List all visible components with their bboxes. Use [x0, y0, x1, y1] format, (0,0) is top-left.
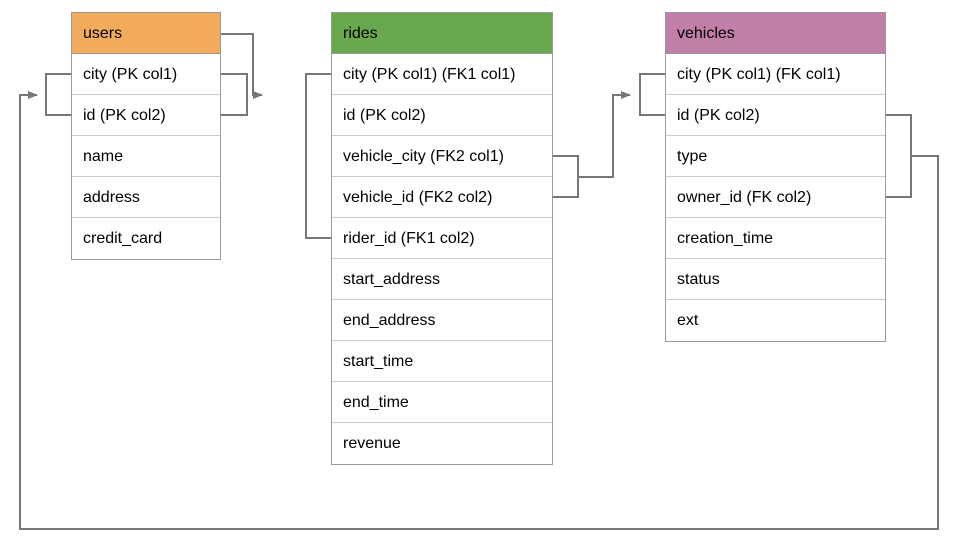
vehicles-left-bracket [639, 73, 665, 116]
table-vehicles-row-status[interactable]: status [666, 259, 885, 300]
table-rides-row-revenue[interactable]: revenue [332, 423, 552, 464]
table-users-row-credit-card[interactable]: credit_card [72, 218, 220, 259]
table-vehicles[interactable]: vehicles city (PK col1) (FK col1) id (PK… [665, 12, 886, 342]
table-rides[interactable]: rides city (PK col1) (FK1 col1) id (PK c… [331, 12, 553, 465]
table-vehicles-title: vehicles [666, 13, 885, 54]
table-rides-row-rider-id[interactable]: rider_id (FK1 col2) [332, 218, 552, 259]
rides-fk1-bracket [305, 73, 331, 239]
users-left-bracket [45, 73, 71, 116]
table-vehicles-row-type[interactable]: type [666, 136, 885, 177]
table-users-row-id[interactable]: id (PK col2) [72, 95, 220, 136]
table-rides-row-id[interactable]: id (PK col2) [332, 95, 552, 136]
table-vehicles-row-owner-id[interactable]: owner_id (FK col2) [666, 177, 885, 218]
table-users[interactable]: users city (PK col1) id (PK col2) name a… [71, 12, 221, 260]
table-rides-row-start-time[interactable]: start_time [332, 341, 552, 382]
table-vehicles-row-city[interactable]: city (PK col1) (FK col1) [666, 54, 885, 95]
table-rides-row-vehicle-id[interactable]: vehicle_id (FK2 col2) [332, 177, 552, 218]
table-rides-title: rides [332, 13, 552, 54]
users-right-bracket [221, 73, 248, 116]
table-rides-row-start-address[interactable]: start_address [332, 259, 552, 300]
table-rides-row-vehicle-city[interactable]: vehicle_city (FK2 col1) [332, 136, 552, 177]
rides-fk2-bracket [553, 155, 579, 198]
table-users-row-address[interactable]: address [72, 177, 220, 218]
table-users-row-name[interactable]: name [72, 136, 220, 177]
table-vehicles-row-ext[interactable]: ext [666, 300, 885, 341]
vehicles-fk-bracket [886, 114, 912, 198]
table-vehicles-row-id[interactable]: id (PK col2) [666, 95, 885, 136]
table-users-title: users [72, 13, 220, 54]
table-rides-row-end-time[interactable]: end_time [332, 382, 552, 423]
table-users-row-city[interactable]: city (PK col1) [72, 54, 220, 95]
rides-to-vehicles-link [578, 91, 631, 178]
table-rides-row-end-address[interactable]: end_address [332, 300, 552, 341]
table-rides-row-city[interactable]: city (PK col1) (FK1 col1) [332, 54, 552, 95]
table-vehicles-row-creation-time[interactable]: creation_time [666, 218, 885, 259]
